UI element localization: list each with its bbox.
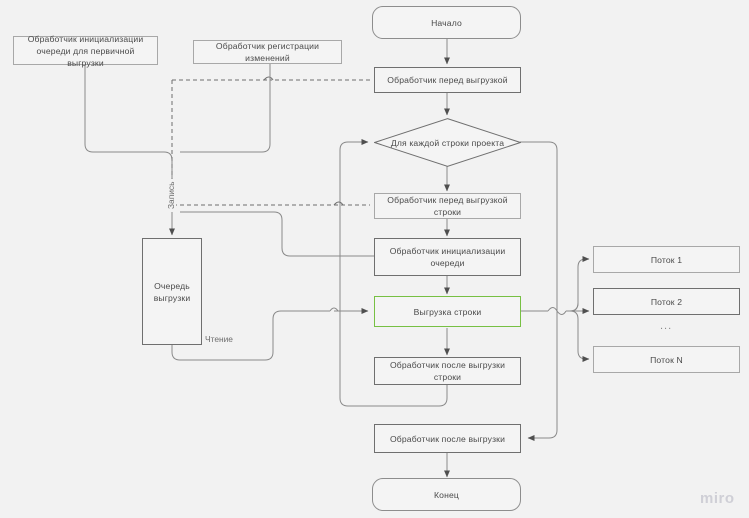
threads-ellipsis: ... — [660, 320, 673, 332]
node-label: Выгрузка строки — [413, 306, 482, 317]
node-thread-n[interactable]: Поток N — [593, 346, 740, 373]
node-start[interactable]: Начало — [372, 6, 521, 39]
node-thread-2[interactable]: Поток 2 — [593, 288, 740, 315]
node-label: Обработчик инициализации очереди — [389, 246, 506, 268]
node-label: Обработчик после выгрузки строки — [389, 360, 506, 382]
node-label: Обработчик регистрации изменений — [215, 41, 320, 63]
edge-label-write: Запись — [166, 178, 176, 212]
node-label: Обработчик перед выгрузкой строки — [387, 195, 508, 217]
node-label: Начало — [431, 17, 462, 28]
node-export-queue[interactable]: Очередь выгрузки — [142, 238, 202, 345]
diamond-shape — [374, 118, 521, 167]
node-thread-1[interactable]: Поток 1 — [593, 246, 740, 273]
node-before-export-handler[interactable]: Обработчик перед выгрузкой — [374, 67, 521, 93]
edge-label-read: Чтение — [202, 334, 236, 344]
node-after-export-handler[interactable]: Обработчик после выгрузки — [374, 424, 521, 453]
node-label: Поток 2 — [650, 296, 683, 307]
node-label: Обработчик перед выгрузкой — [387, 75, 508, 85]
node-label: Очередь выгрузки — [153, 280, 191, 303]
node-label: Поток 1 — [650, 254, 683, 265]
node-label: Поток N — [650, 354, 683, 365]
node-label: Обработчик инициализации очереди для пер… — [27, 33, 144, 68]
node-label: Обработчик после выгрузки — [389, 433, 506, 444]
node-label: Для каждой строки проекта — [390, 137, 505, 148]
node-for-each-row[interactable]: Для каждой строки проекта — [374, 118, 521, 167]
miro-watermark: miro — [700, 490, 735, 507]
node-before-row-export-handler[interactable]: Обработчик перед выгрузкой строки — [374, 193, 521, 219]
node-after-row-export-handler[interactable]: Обработчик после выгрузки строки — [374, 357, 521, 385]
node-end[interactable]: Конец — [372, 478, 521, 511]
node-label: Конец — [434, 489, 459, 500]
node-queue-init-handler[interactable]: Обработчик инициализации очереди — [374, 238, 521, 276]
node-change-registration-handler[interactable]: Обработчик регистрации изменений — [193, 40, 342, 64]
node-init-queue-handler[interactable]: Обработчик инициализации очереди для пер… — [13, 34, 158, 68]
node-row-export[interactable]: Выгрузка строки — [374, 296, 521, 327]
